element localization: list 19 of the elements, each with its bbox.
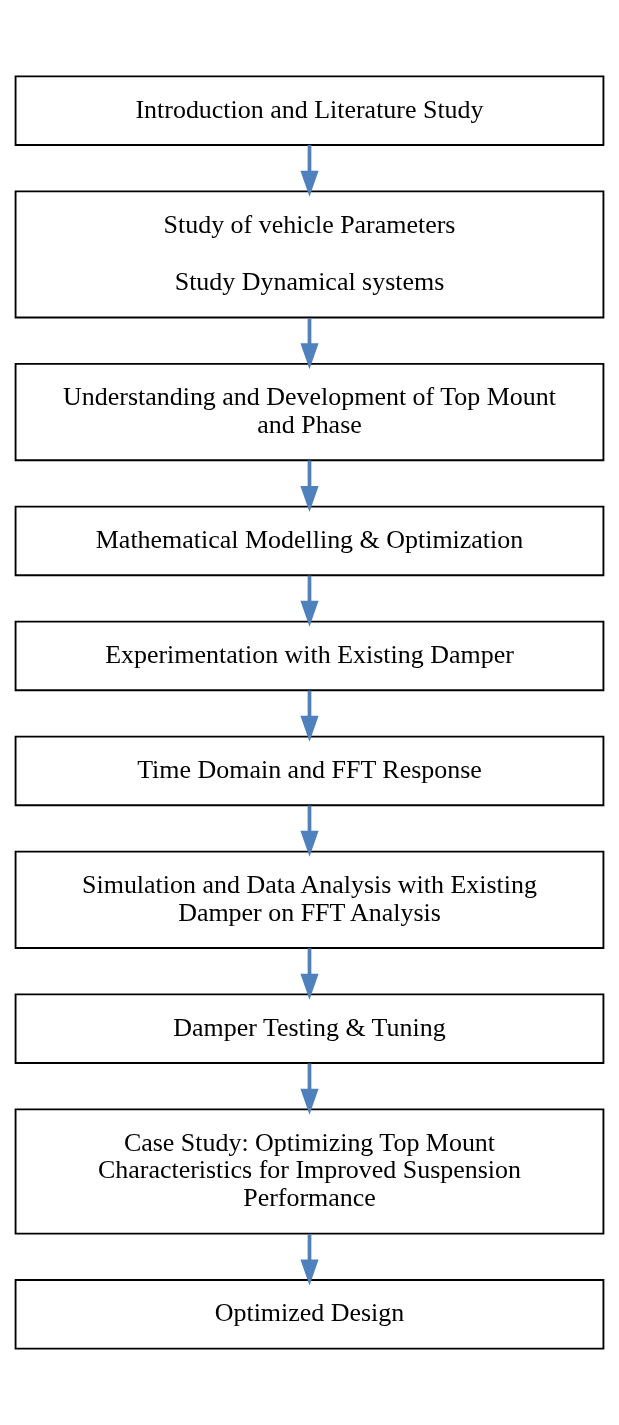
arrow (300, 318, 319, 370)
arrow (300, 460, 319, 513)
arrow (300, 948, 319, 1000)
node-box: Case Study: Optimizing Top Mount Characteristics for Improved Suspension Performance (14, 1108, 605, 1235)
arrow (300, 1063, 319, 1115)
node-box: Time Domain and FFT Response (14, 735, 605, 807)
node-box: Experimentation with Existing Damper (14, 620, 605, 692)
arrow (300, 575, 319, 627)
arrow (300, 805, 319, 857)
node-box: Optimized Design (14, 1279, 605, 1350)
node-box: Damper Testing & Tuning (14, 993, 605, 1064)
arrow (300, 145, 319, 197)
node-box: Introduction and Literature Study (14, 75, 605, 146)
node-box: Study of vehicle Parameters Study Dynamical systems (14, 190, 605, 319)
arrow (300, 1233, 319, 1286)
node-box: Simulation and Data Analysis with Existing Damper on FFT Analysis (14, 850, 605, 949)
node-box: Understanding and Development of Top Mount and Phase (14, 362, 605, 462)
arrow (300, 690, 319, 742)
node-box: Mathematical Modelling & Optimization (14, 505, 605, 577)
